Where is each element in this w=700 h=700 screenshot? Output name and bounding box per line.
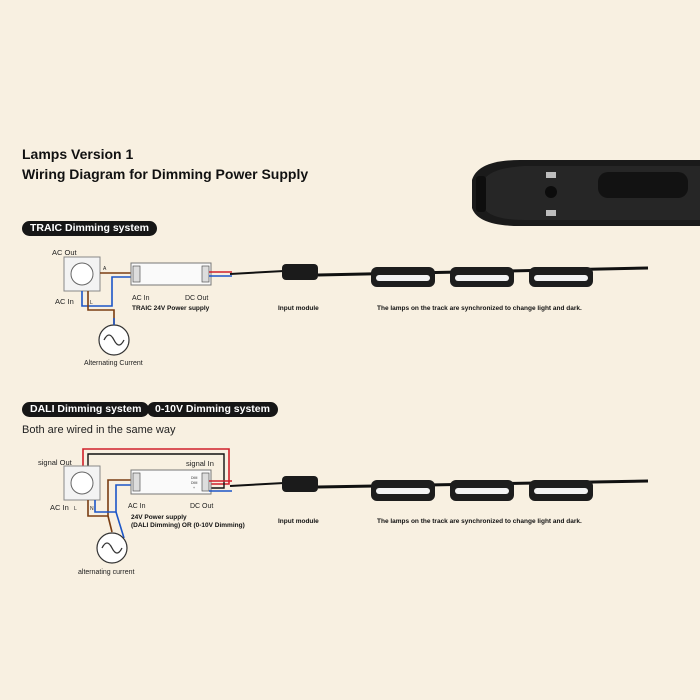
triac-system-label: TRAIC Dimming system	[22, 221, 158, 236]
dali-system-label: DALI Dimming system	[22, 402, 150, 417]
triac-pin-a: A	[103, 266, 107, 272]
dali-input-module	[282, 476, 318, 492]
dali-psu-dc-out: DC Out	[190, 503, 213, 510]
triac-psu-dc-out: DC Out	[185, 295, 208, 302]
dali-pin-l: L	[74, 506, 77, 512]
triac-source-label: Alternating Current	[84, 360, 143, 367]
triac-psu-name: TRAIC 24V Power supply	[132, 305, 210, 312]
dali-ac-in-label: AC In	[50, 503, 69, 512]
dali-signal-out-label: signal Out	[38, 458, 73, 467]
zero-ten-volt-system-label: 0-10V Dimming system	[147, 402, 278, 417]
triac-ac-in-label: AC In	[55, 297, 74, 306]
dali-lamp	[529, 480, 593, 501]
diagram-subtitle: Wiring Diagram for Dimming Power Supply	[22, 166, 309, 182]
svg-text:DIM: DIM	[191, 481, 198, 485]
dali-psu-name: 24V Power supply	[131, 514, 187, 521]
dali-lamps-caption: The lamps on the track are synchronized …	[377, 518, 582, 525]
triac-lamp	[529, 267, 593, 287]
dali-pin-n: N	[90, 506, 94, 512]
dali-lamp	[450, 480, 514, 501]
triac-lamp	[371, 267, 435, 287]
dali-signal-in-label: signal In	[186, 459, 214, 468]
triac-power-supply	[130, 262, 212, 286]
diagram-title: Lamps Version 1	[22, 146, 134, 162]
dali-psu-ac-in: AC In	[128, 503, 146, 510]
triac-input-module-label: Input module	[278, 305, 319, 312]
dali-input-module-label: Input module	[278, 518, 319, 525]
dali-lamp	[371, 480, 435, 501]
track-profile-illustration	[472, 160, 700, 226]
triac-pin-l: L	[90, 300, 93, 306]
dali-psu-name-dimming: (DALI Dimming) OR (0-10V Dimming)	[131, 522, 245, 529]
triac-lamps-caption: The lamps on the track are synchronized …	[377, 305, 582, 312]
svg-text:DIM: DIM	[191, 476, 198, 480]
dali-dimmer-knob-icon	[70, 471, 94, 495]
wiring-note: Both are wired in the same way	[22, 424, 176, 436]
dali-power-supply	[130, 469, 212, 495]
triac-wiring: AC Out AC In A L AC In DC Out TRAIC 24V …	[52, 248, 649, 367]
dali-source-label: alternating current	[78, 569, 134, 576]
triac-lamp	[450, 267, 514, 287]
svg-text:+: +	[193, 486, 195, 490]
triac-psu-ac-in: AC In	[132, 295, 150, 302]
dali-wiring: DIM DIM + signal Out signal In AC In L N…	[38, 448, 649, 576]
triac-input-module	[282, 264, 318, 280]
triac-dimmer-knob-icon	[70, 262, 94, 286]
triac-ac-out-label: AC Out	[52, 248, 78, 257]
